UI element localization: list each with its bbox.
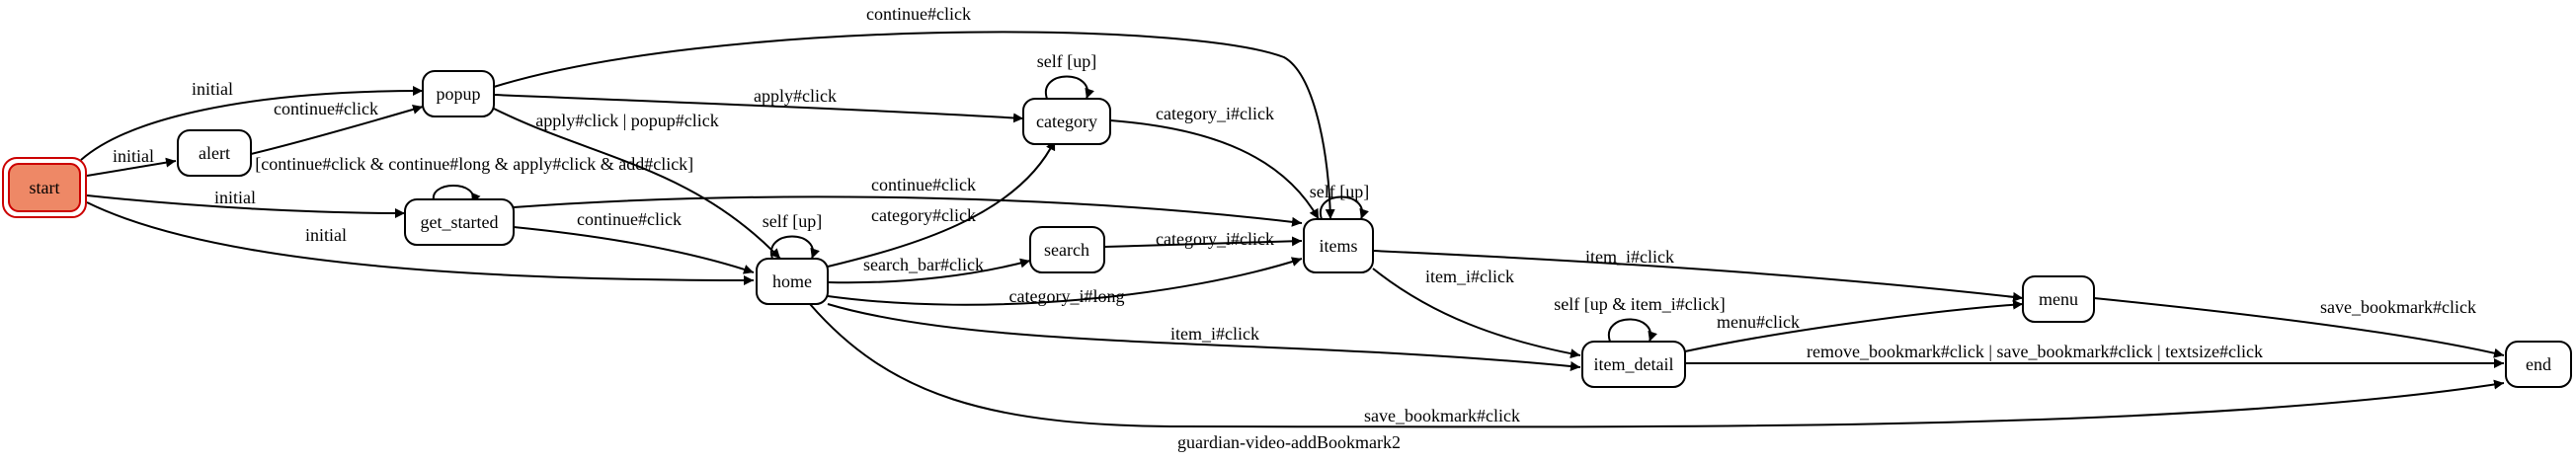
edge-home-items: category_i#long xyxy=(827,257,1303,306)
edge-menu-end: save_bookmark#click xyxy=(2093,297,2505,358)
edge-alert-self: self [continue#click & continue#long & a… xyxy=(225,154,693,204)
edge-label-search-items: category_i#click xyxy=(1156,229,1274,249)
edge-label-popup-home: apply#click | popup#click xyxy=(535,111,719,130)
edge-home-end: save_bookmark#click xyxy=(809,303,2505,428)
diagram-caption: guardian-video-addBookmark2 xyxy=(1177,432,1401,452)
edge-search-items: category_i#click xyxy=(1103,229,1303,249)
edge-item_detail-menu: menu#click xyxy=(1684,299,2024,352)
edge-label-item_detail-self: self [up & item_i#click] xyxy=(1554,294,1725,314)
edge-alert-popup: continue#click xyxy=(250,99,424,155)
edge-label-item_detail-menu: menu#click xyxy=(1717,312,1800,332)
edge-category-self: self [up] xyxy=(1037,51,1096,100)
edge-start-home: initial xyxy=(86,201,755,285)
edge-label-items-self: self [up] xyxy=(1310,182,1369,201)
edge-label-home-self: self [up] xyxy=(763,211,822,231)
edge-label-start-home: initial xyxy=(305,225,347,245)
edge-items-self: self [up] xyxy=(1310,182,1369,220)
edge-home-search: search_bar#click xyxy=(827,255,1031,284)
node-label-get_started: get_started xyxy=(421,212,499,232)
node-label-popup: popup xyxy=(437,84,481,104)
edge-label-get_started-items: continue#click xyxy=(871,175,976,194)
nodes: start alert popup get_started home categ… xyxy=(2,70,2572,388)
edge-label-item_detail-end: remove_bookmark#click | save_bookmark#cl… xyxy=(1807,342,2263,361)
edge-popup-items: continue#click xyxy=(493,4,1335,220)
edge-label-items-menu: item_i#click xyxy=(1585,247,1674,267)
edge-home-category: category#click xyxy=(827,139,1056,268)
edge-label-start-popup: initial xyxy=(192,79,233,99)
node-popup: popup xyxy=(422,70,495,117)
node-end: end xyxy=(2505,341,2572,388)
edge-popup-home: apply#click | popup#click xyxy=(493,108,781,260)
edge-label-get_started-home: continue#click xyxy=(577,209,682,229)
edge-label-home-items: category_i#long xyxy=(1009,286,1125,306)
edge-label-category-items: category_i#click xyxy=(1156,104,1274,123)
edge-item_detail-end: remove_bookmark#click | save_bookmark#cl… xyxy=(1685,342,2504,368)
edges: initial initial initial initial continue… xyxy=(80,4,2505,428)
node-alert: alert xyxy=(177,129,252,177)
node-start: start xyxy=(2,157,87,218)
edge-label-category-self: self [up] xyxy=(1037,51,1096,71)
edge-label-home-category: category#click xyxy=(871,205,976,225)
edge-home-item_detail: item_i#click xyxy=(827,303,1581,371)
edge-label-alert-popup: continue#click xyxy=(274,99,378,118)
edge-label-popup-items: continue#click xyxy=(866,4,971,24)
edge-label-start-alert: initial xyxy=(113,146,154,166)
edge-category-items: category_i#click xyxy=(1109,104,1320,220)
node-label-home: home xyxy=(772,271,812,291)
node-category: category xyxy=(1022,98,1111,145)
node-label-items: items xyxy=(1320,236,1358,256)
node-label-start: start xyxy=(30,178,60,197)
edge-start-alert: initial xyxy=(86,146,177,177)
edge-label-start-get_started: initial xyxy=(214,188,256,207)
node-get_started: get_started xyxy=(404,198,515,246)
edge-label-popup-category: apply#click xyxy=(754,86,837,106)
edge-items-item_detail: item_i#click xyxy=(1372,267,1581,359)
edge-label-items-item_detail: item_i#click xyxy=(1425,267,1514,286)
node-label-alert: alert xyxy=(199,143,230,163)
node-search: search xyxy=(1029,226,1105,273)
node-label-category: category xyxy=(1036,112,1097,131)
node-item_detail: item_detail xyxy=(1581,341,1686,388)
edge-label-home-search: search_bar#click xyxy=(863,255,984,274)
edge-get_started-home: continue#click xyxy=(513,209,755,274)
node-items: items xyxy=(1303,218,1374,273)
edge-item_detail-self: self [up & item_i#click] xyxy=(1554,294,1726,343)
node-label-menu: menu xyxy=(2039,289,2078,309)
node-home: home xyxy=(756,258,829,305)
edge-items-menu: item_i#click xyxy=(1372,247,2024,302)
edge-get_started-items: continue#click xyxy=(513,175,1303,227)
node-label-search: search xyxy=(1044,240,1089,260)
edge-start-popup: initial xyxy=(80,79,424,161)
edge-label-alert-self: self [continue#click & continue#long & a… xyxy=(225,154,693,174)
node-menu: menu xyxy=(2022,275,2095,323)
node-label-item_detail: item_detail xyxy=(1594,354,1674,374)
edge-label-home-end: save_bookmark#click xyxy=(1364,406,1520,425)
edge-start-get_started: initial xyxy=(86,188,406,218)
node-label-end: end xyxy=(2526,354,2551,374)
edge-label-home-item_detail: item_i#click xyxy=(1170,324,1259,344)
edge-popup-category: apply#click xyxy=(493,86,1024,123)
edge-home-self: self [up] xyxy=(763,211,822,260)
edge-label-menu-end: save_bookmark#click xyxy=(2320,297,2476,317)
